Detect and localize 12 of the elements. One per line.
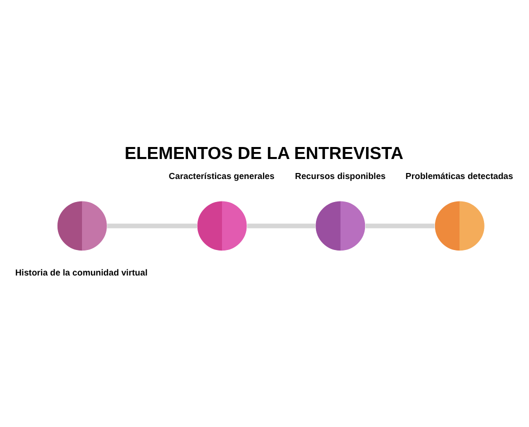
node-circle bbox=[315, 200, 366, 251]
node-label: Características generales bbox=[168, 170, 274, 181]
node-circle bbox=[196, 200, 248, 251]
node-circle bbox=[56, 200, 108, 251]
connector bbox=[107, 223, 197, 228]
connector bbox=[247, 223, 316, 228]
node-label: Recursos disponibles bbox=[295, 170, 386, 181]
node-label: Problemáticas detectadas bbox=[406, 170, 514, 181]
connector bbox=[365, 223, 435, 228]
node-circle bbox=[434, 200, 485, 251]
diagram-title: ELEMENTOS DE LA ENTREVISTA bbox=[124, 142, 404, 163]
node-label: Historia de la comunidad virtual bbox=[15, 267, 148, 278]
